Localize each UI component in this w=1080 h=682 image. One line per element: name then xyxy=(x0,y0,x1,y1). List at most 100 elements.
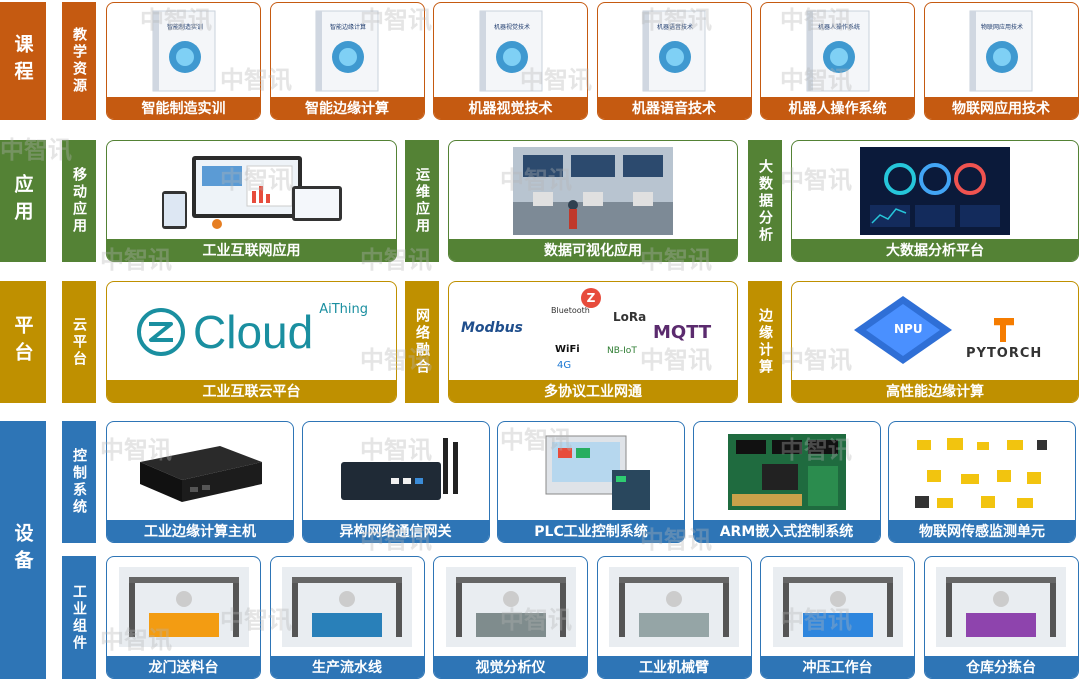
protocol-modbus: Modbus xyxy=(461,320,523,336)
book-cover-image: 智能制造实训 xyxy=(113,9,254,92)
card-caption: 龙门送料台 xyxy=(107,656,260,678)
caption-multi-protocol: 多协议工业网通 xyxy=(449,380,737,402)
card-caption: 冲压工作台 xyxy=(761,656,914,678)
protocol-nbiot: NB-IoT xyxy=(607,346,637,356)
equipment-photo xyxy=(113,563,254,651)
card-caption: 视觉分析仪 xyxy=(434,656,587,678)
device-image xyxy=(700,428,874,515)
card-caption: 工业机械臂 xyxy=(597,656,751,678)
card-caption: 机器视觉技术 xyxy=(434,97,587,119)
pytorch-logo-text: PYTORCH xyxy=(966,346,1043,361)
card-multi-protocol[interactable]: Modbus Bluetooth Z LoRa MQTT WiFi NB-IoT… xyxy=(448,281,738,403)
course-card-6[interactable]: 物联网应用技术 物联网应用技术 xyxy=(923,2,1079,120)
row-label-platform: 平台 xyxy=(0,281,46,403)
course-card-4[interactable]: 机器语音技术 机器语音技术 xyxy=(596,2,752,120)
protocol-wifi: WiFi xyxy=(555,344,580,355)
sublabel-industrial-components: 工业组件 xyxy=(62,556,96,679)
control-card-4[interactable]: ARM嵌入式控制系统 xyxy=(692,421,881,543)
equipment-photo xyxy=(931,563,1072,651)
sublabel-teaching-resources: 教学资源 xyxy=(62,2,96,120)
devices-screenshot-image xyxy=(113,147,390,234)
book-cover-image: 智能边缘计算 xyxy=(277,9,418,92)
card-caption: 物联网传感监测单元 xyxy=(889,520,1075,542)
course-card-5[interactable]: 机器人操作系统 机器人操作系统 xyxy=(760,2,915,120)
npu-chip-icon xyxy=(854,296,952,364)
pytorch-logo-icon xyxy=(994,318,1014,342)
component-card-3[interactable]: 视觉分析仪 xyxy=(433,556,588,679)
card-industrial-internet-app[interactable]: 工业互联网应用 xyxy=(106,140,397,262)
component-card-2[interactable]: 生产流水线 xyxy=(269,556,425,679)
card-caption: 仓库分拣台 xyxy=(924,656,1078,678)
course-card-2[interactable]: 智能边缘计算 智能边缘计算 xyxy=(269,2,425,120)
svg-text:机器视觉技术: 机器视觉技术 xyxy=(493,23,529,31)
svg-text:智能制造实训: 智能制造实训 xyxy=(166,23,202,31)
equipment-photo xyxy=(604,563,745,651)
sublabel-cloud-platform: 云平台 xyxy=(62,281,96,403)
aithing-logo-text: AiThing xyxy=(319,302,368,317)
sublabel-mobile-app: 移动应用 xyxy=(62,140,96,262)
card-data-visualization[interactable]: 数据可视化应用 xyxy=(448,140,738,262)
component-card-4[interactable]: 工业机械臂 xyxy=(596,556,752,679)
caption-industrial-internet-app: 工业互联网应用 xyxy=(107,239,396,261)
row-label-device: 设备 xyxy=(0,421,46,679)
book-cover-image: 机器语音技术 xyxy=(604,9,745,92)
svg-text:机器语音技术: 机器语音技术 xyxy=(657,23,693,31)
card-cloud-platform[interactable]: Cloud AiThing 工业互联云平台 xyxy=(106,281,397,403)
protocol-bluetooth: Bluetooth xyxy=(551,306,590,315)
control-card-2[interactable]: 异构网络通信网关 xyxy=(301,421,490,543)
card-caption: 异构网络通信网关 xyxy=(302,520,489,542)
sublabel-ops-app: 运维应用 xyxy=(405,140,439,262)
svg-text:智能边缘计算: 智能边缘计算 xyxy=(330,23,366,31)
card-caption: ARM嵌入式控制系统 xyxy=(693,520,880,542)
card-big-data-platform[interactable]: 大数据分析平台 xyxy=(791,140,1079,262)
course-card-3[interactable]: 机器视觉技术 机器视觉技术 xyxy=(433,2,588,120)
caption-big-data-platform: 大数据分析平台 xyxy=(792,239,1078,261)
caption-data-visualization: 数据可视化应用 xyxy=(449,239,737,261)
card-caption: 机器人操作系统 xyxy=(761,97,914,119)
dashboard-image xyxy=(798,146,1072,235)
sublabel-edge-computing: 边缘计算 xyxy=(748,281,782,403)
component-card-5[interactable]: 冲压工作台 xyxy=(760,556,915,679)
component-card-1[interactable]: 龙门送料台 xyxy=(106,556,261,679)
caption-edge-computing: 高性能边缘计算 xyxy=(792,380,1078,402)
card-caption: PLC工业控制系统 xyxy=(498,520,684,542)
book-cover-image: 物联网应用技术 xyxy=(931,9,1072,92)
protocol-4g: 4G xyxy=(557,360,572,371)
protocol-mqtt: MQTT xyxy=(653,322,712,343)
zcloud-logo: Cloud AiThing xyxy=(113,288,390,375)
control-room-image xyxy=(455,146,731,235)
device-image xyxy=(895,428,1069,515)
device-image xyxy=(309,428,483,515)
book-cover-image: 机器人操作系统 xyxy=(767,9,908,92)
card-edge-computing[interactable]: NPU PYTORCH 高性能边缘计算 xyxy=(791,281,1079,403)
control-card-3[interactable]: PLC工业控制系统 xyxy=(497,421,685,543)
card-caption: 物联网应用技术 xyxy=(924,97,1078,119)
course-card-1[interactable]: 智能制造实训 智能制造实训 xyxy=(106,2,261,120)
card-caption: 机器语音技术 xyxy=(597,97,751,119)
svg-text:机器人操作系统: 机器人操作系统 xyxy=(817,23,859,31)
protocol-lora: LoRa xyxy=(613,310,647,324)
card-caption: 生产流水线 xyxy=(270,656,424,678)
control-card-5[interactable]: 物联网传感监测单元 xyxy=(888,421,1076,543)
control-card-1[interactable]: 工业边缘计算主机 xyxy=(106,421,294,543)
sublabel-big-data: 大数据分析 xyxy=(748,140,782,262)
book-cover-image: 机器视觉技术 xyxy=(440,9,581,92)
cloud-logo-text: Cloud xyxy=(193,305,314,358)
zigbee-icon: Z xyxy=(581,288,601,308)
equipment-photo xyxy=(767,563,908,651)
caption-cloud-platform: 工业互联云平台 xyxy=(107,380,396,402)
svg-text:物联网应用技术: 物联网应用技术 xyxy=(981,23,1023,31)
equipment-photo xyxy=(440,563,581,651)
device-image xyxy=(504,428,678,515)
row-label-app: 应用 xyxy=(0,140,46,262)
component-card-6[interactable]: 仓库分拣台 xyxy=(923,556,1079,679)
equipment-photo xyxy=(277,563,418,651)
sublabel-network-fusion: 网络融合 xyxy=(405,281,439,403)
card-caption: 智能制造实训 xyxy=(107,97,260,119)
card-caption: 智能边缘计算 xyxy=(270,97,424,119)
device-image xyxy=(113,428,287,515)
card-caption: 工业边缘计算主机 xyxy=(107,520,293,542)
row-label-course: 课程 xyxy=(0,2,46,120)
sublabel-control-system: 控制系统 xyxy=(62,421,96,543)
npu-label: NPU xyxy=(894,322,923,336)
